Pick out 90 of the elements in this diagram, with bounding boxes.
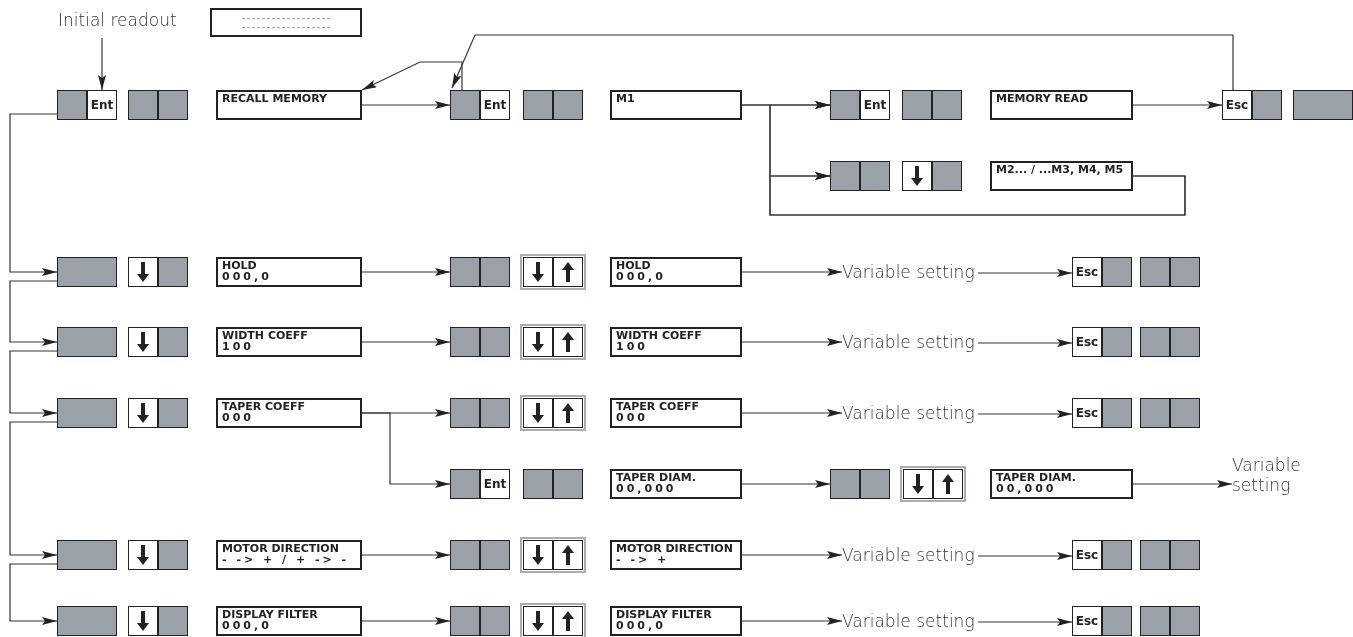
arrow	[977, 269, 1073, 277]
display-box	[610, 90, 742, 120]
display-box	[216, 257, 362, 287]
key: Esc	[1072, 257, 1102, 287]
arrow	[741, 617, 843, 625]
display-text: HOLD	[616, 260, 652, 271]
key: Ent	[860, 90, 890, 120]
display-box	[216, 327, 362, 357]
display-box	[210, 8, 362, 37]
arrow	[9, 563, 58, 625]
display-text: M1	[616, 93, 636, 104]
arrow	[361, 551, 451, 559]
display-box	[610, 327, 742, 357]
arrow	[9, 280, 58, 346]
display-value: - -> + / + -> -	[222, 554, 351, 565]
arrow	[98, 37, 106, 91]
display-box	[990, 469, 1133, 499]
arrow	[361, 61, 463, 91]
arrow	[361, 101, 451, 109]
display-value: 00,000	[616, 483, 678, 494]
arrow	[977, 339, 1073, 347]
arrow	[977, 618, 1073, 626]
display-value: 000	[616, 412, 649, 423]
display-value: - -> +	[616, 554, 671, 565]
arrow	[451, 34, 1234, 91]
arrow	[9, 421, 58, 559]
key: Ent	[480, 469, 510, 499]
arrow	[741, 551, 843, 559]
display-text: TAPER COEFF	[222, 401, 306, 412]
key: Esc	[1072, 606, 1102, 636]
display-value: 000,0	[616, 620, 667, 631]
display-box	[610, 606, 742, 636]
display-text: MEMORY READ	[996, 93, 1090, 104]
display-box	[990, 161, 1133, 191]
key: Esc	[1072, 540, 1102, 570]
key: Ent	[480, 90, 510, 120]
display-text: MOTOR DIRECTION	[616, 543, 734, 554]
arrow	[769, 101, 1186, 216]
step-label: Variable setting	[842, 545, 978, 567]
display-value: 100	[616, 341, 649, 352]
key: Esc	[1072, 327, 1102, 357]
display-value: 00,000	[996, 483, 1058, 494]
display-value: 000,0	[222, 271, 273, 282]
step-label: Variable setting	[1232, 455, 1332, 497]
display-text: M2... / ...M3, M4, M5	[996, 164, 1125, 175]
display-value: 000,0	[616, 271, 667, 282]
arrow	[741, 338, 843, 346]
step-label: Variable setting	[842, 611, 978, 633]
display-text: DISPLAY FILTER	[222, 609, 319, 620]
display-text: TAPER COEFF	[616, 401, 700, 412]
display-text: WIDTH COEFF	[222, 330, 309, 341]
arrow	[361, 268, 451, 276]
step-label: Initial readout	[58, 10, 183, 34]
arrow	[361, 412, 451, 488]
arrow	[361, 338, 451, 346]
display-value: 000,0	[222, 620, 273, 631]
step-label: Variable setting	[842, 262, 978, 284]
display-box	[216, 606, 362, 636]
arrow	[1132, 101, 1223, 109]
display-text: WIDTH COEFF	[616, 330, 703, 341]
display-text: DISPLAY FILTER	[616, 609, 713, 620]
display-text: MOTOR DIRECTION	[222, 543, 340, 554]
arrow	[741, 409, 843, 417]
display-text: RECALL MEMORY	[222, 93, 328, 104]
display-text: TAPER DIAM.	[616, 472, 697, 483]
arrow	[741, 480, 831, 488]
display-value: 100	[222, 341, 255, 352]
display-box	[610, 257, 742, 287]
display-text: HOLD	[222, 260, 258, 271]
arrow	[977, 410, 1073, 418]
step-label: Variable setting	[842, 332, 978, 354]
display-box	[216, 90, 362, 120]
arrow	[977, 552, 1073, 560]
arrow	[361, 617, 451, 625]
display-box	[216, 398, 362, 428]
display-box	[990, 90, 1133, 120]
arrow	[1132, 480, 1233, 488]
display-box	[610, 540, 742, 570]
step-label: Variable setting	[842, 403, 978, 425]
key: Esc	[1222, 90, 1252, 120]
arrow	[9, 350, 58, 417]
display-box	[610, 469, 742, 499]
key: Ent	[87, 90, 117, 120]
display-text: TAPER DIAM.	[996, 472, 1077, 483]
key: Esc	[1072, 398, 1102, 428]
display-value: 000	[222, 412, 255, 423]
display-box	[216, 540, 362, 570]
arrow	[9, 113, 58, 276]
arrow	[741, 268, 843, 276]
display-box	[610, 398, 742, 428]
